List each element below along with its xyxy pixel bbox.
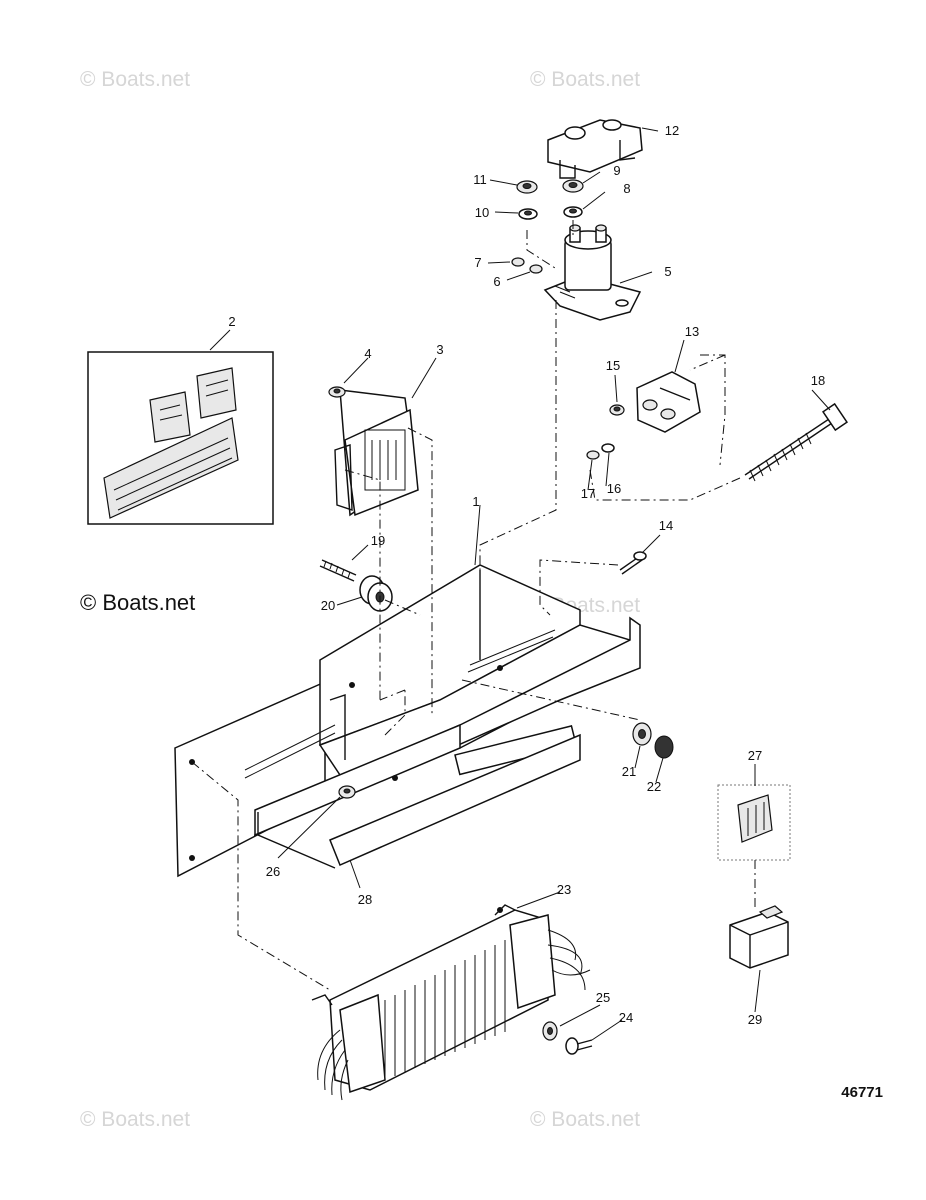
watermark-left-dark: © Boats.net [80, 590, 195, 615]
callout-25: 25 [596, 990, 610, 1005]
part-2-decal-set [87, 351, 274, 525]
part-26-nut [338, 785, 356, 799]
callout-4: 4 [364, 346, 371, 361]
callout-24: 24 [619, 1010, 633, 1025]
callout-16: 16 [607, 481, 621, 496]
part-7-nut [511, 257, 525, 267]
callout-labels: 1 2 3 4 5 6 7 8 9 10 11 12 13 14 15 16 1… [228, 123, 825, 1027]
callout-2: 2 [228, 314, 235, 329]
callout-1: 1 [472, 494, 479, 509]
part-4-nut [328, 386, 346, 398]
callout-8: 8 [623, 181, 630, 196]
part-23-control-module [311, 904, 591, 1101]
watermark-top-right: © Boats.net [530, 68, 640, 91]
part-9-nut [562, 179, 584, 193]
callout-21: 21 [622, 764, 636, 779]
callout-13: 13 [685, 324, 699, 339]
callout-14: 14 [659, 518, 673, 533]
callout-23: 23 [557, 882, 571, 897]
callout-18: 18 [811, 373, 825, 388]
callout-22: 22 [647, 779, 661, 794]
callout-27: 27 [748, 748, 762, 763]
part-19-stud [319, 559, 357, 582]
diagram-number: 46771 [841, 1084, 883, 1101]
part-6-washer [529, 264, 543, 274]
part-1-main-bracket [174, 564, 641, 878]
callout-26: 26 [266, 864, 280, 879]
callout-19: 19 [371, 533, 385, 548]
part-24-screw [565, 1037, 593, 1055]
callout-6: 6 [493, 274, 500, 289]
part-25-washer [542, 1021, 558, 1041]
callout-10: 10 [475, 205, 489, 220]
callout-29: 29 [748, 1012, 762, 1027]
assembly-lines [191, 220, 756, 991]
part-12-bracket [547, 119, 643, 179]
part-29-relay [729, 905, 789, 969]
part-13-terminal-block [636, 371, 701, 433]
part-8-washer [563, 206, 583, 218]
part-3-mounting-plate [334, 389, 419, 517]
callout-15: 15 [606, 358, 620, 373]
callout-9: 9 [613, 163, 620, 178]
part-15-nut [609, 404, 625, 416]
part-17-nut [586, 450, 600, 460]
part-11-nut [516, 180, 538, 194]
watermark-top-left: © Boats.net [80, 68, 190, 91]
part-28-cover-plate [257, 733, 581, 869]
watermark-bottom-left: © Boats.net [80, 1108, 190, 1131]
part-10-washer [518, 208, 538, 220]
callout-20: 20 [321, 598, 335, 613]
callout-3: 3 [436, 342, 443, 357]
part-16-washer [601, 443, 615, 453]
callout-17: 17 [581, 486, 595, 501]
part-5-solenoid [543, 224, 642, 321]
part-27-relay-kit [717, 784, 791, 861]
part-20-spacer [359, 575, 393, 612]
part-14-screw [619, 551, 647, 575]
watermark-bottom-right: © Boats.net [530, 1108, 640, 1131]
callout-12: 12 [665, 123, 679, 138]
part-18-long-bolt [744, 402, 848, 482]
callout-28: 28 [358, 892, 372, 907]
leader-lines [209, 127, 831, 1041]
part-22-nut [654, 735, 674, 759]
callout-11: 11 [473, 172, 487, 187]
callout-7: 7 [474, 255, 481, 270]
callout-5: 5 [664, 264, 671, 279]
part-21-nut [632, 722, 652, 746]
